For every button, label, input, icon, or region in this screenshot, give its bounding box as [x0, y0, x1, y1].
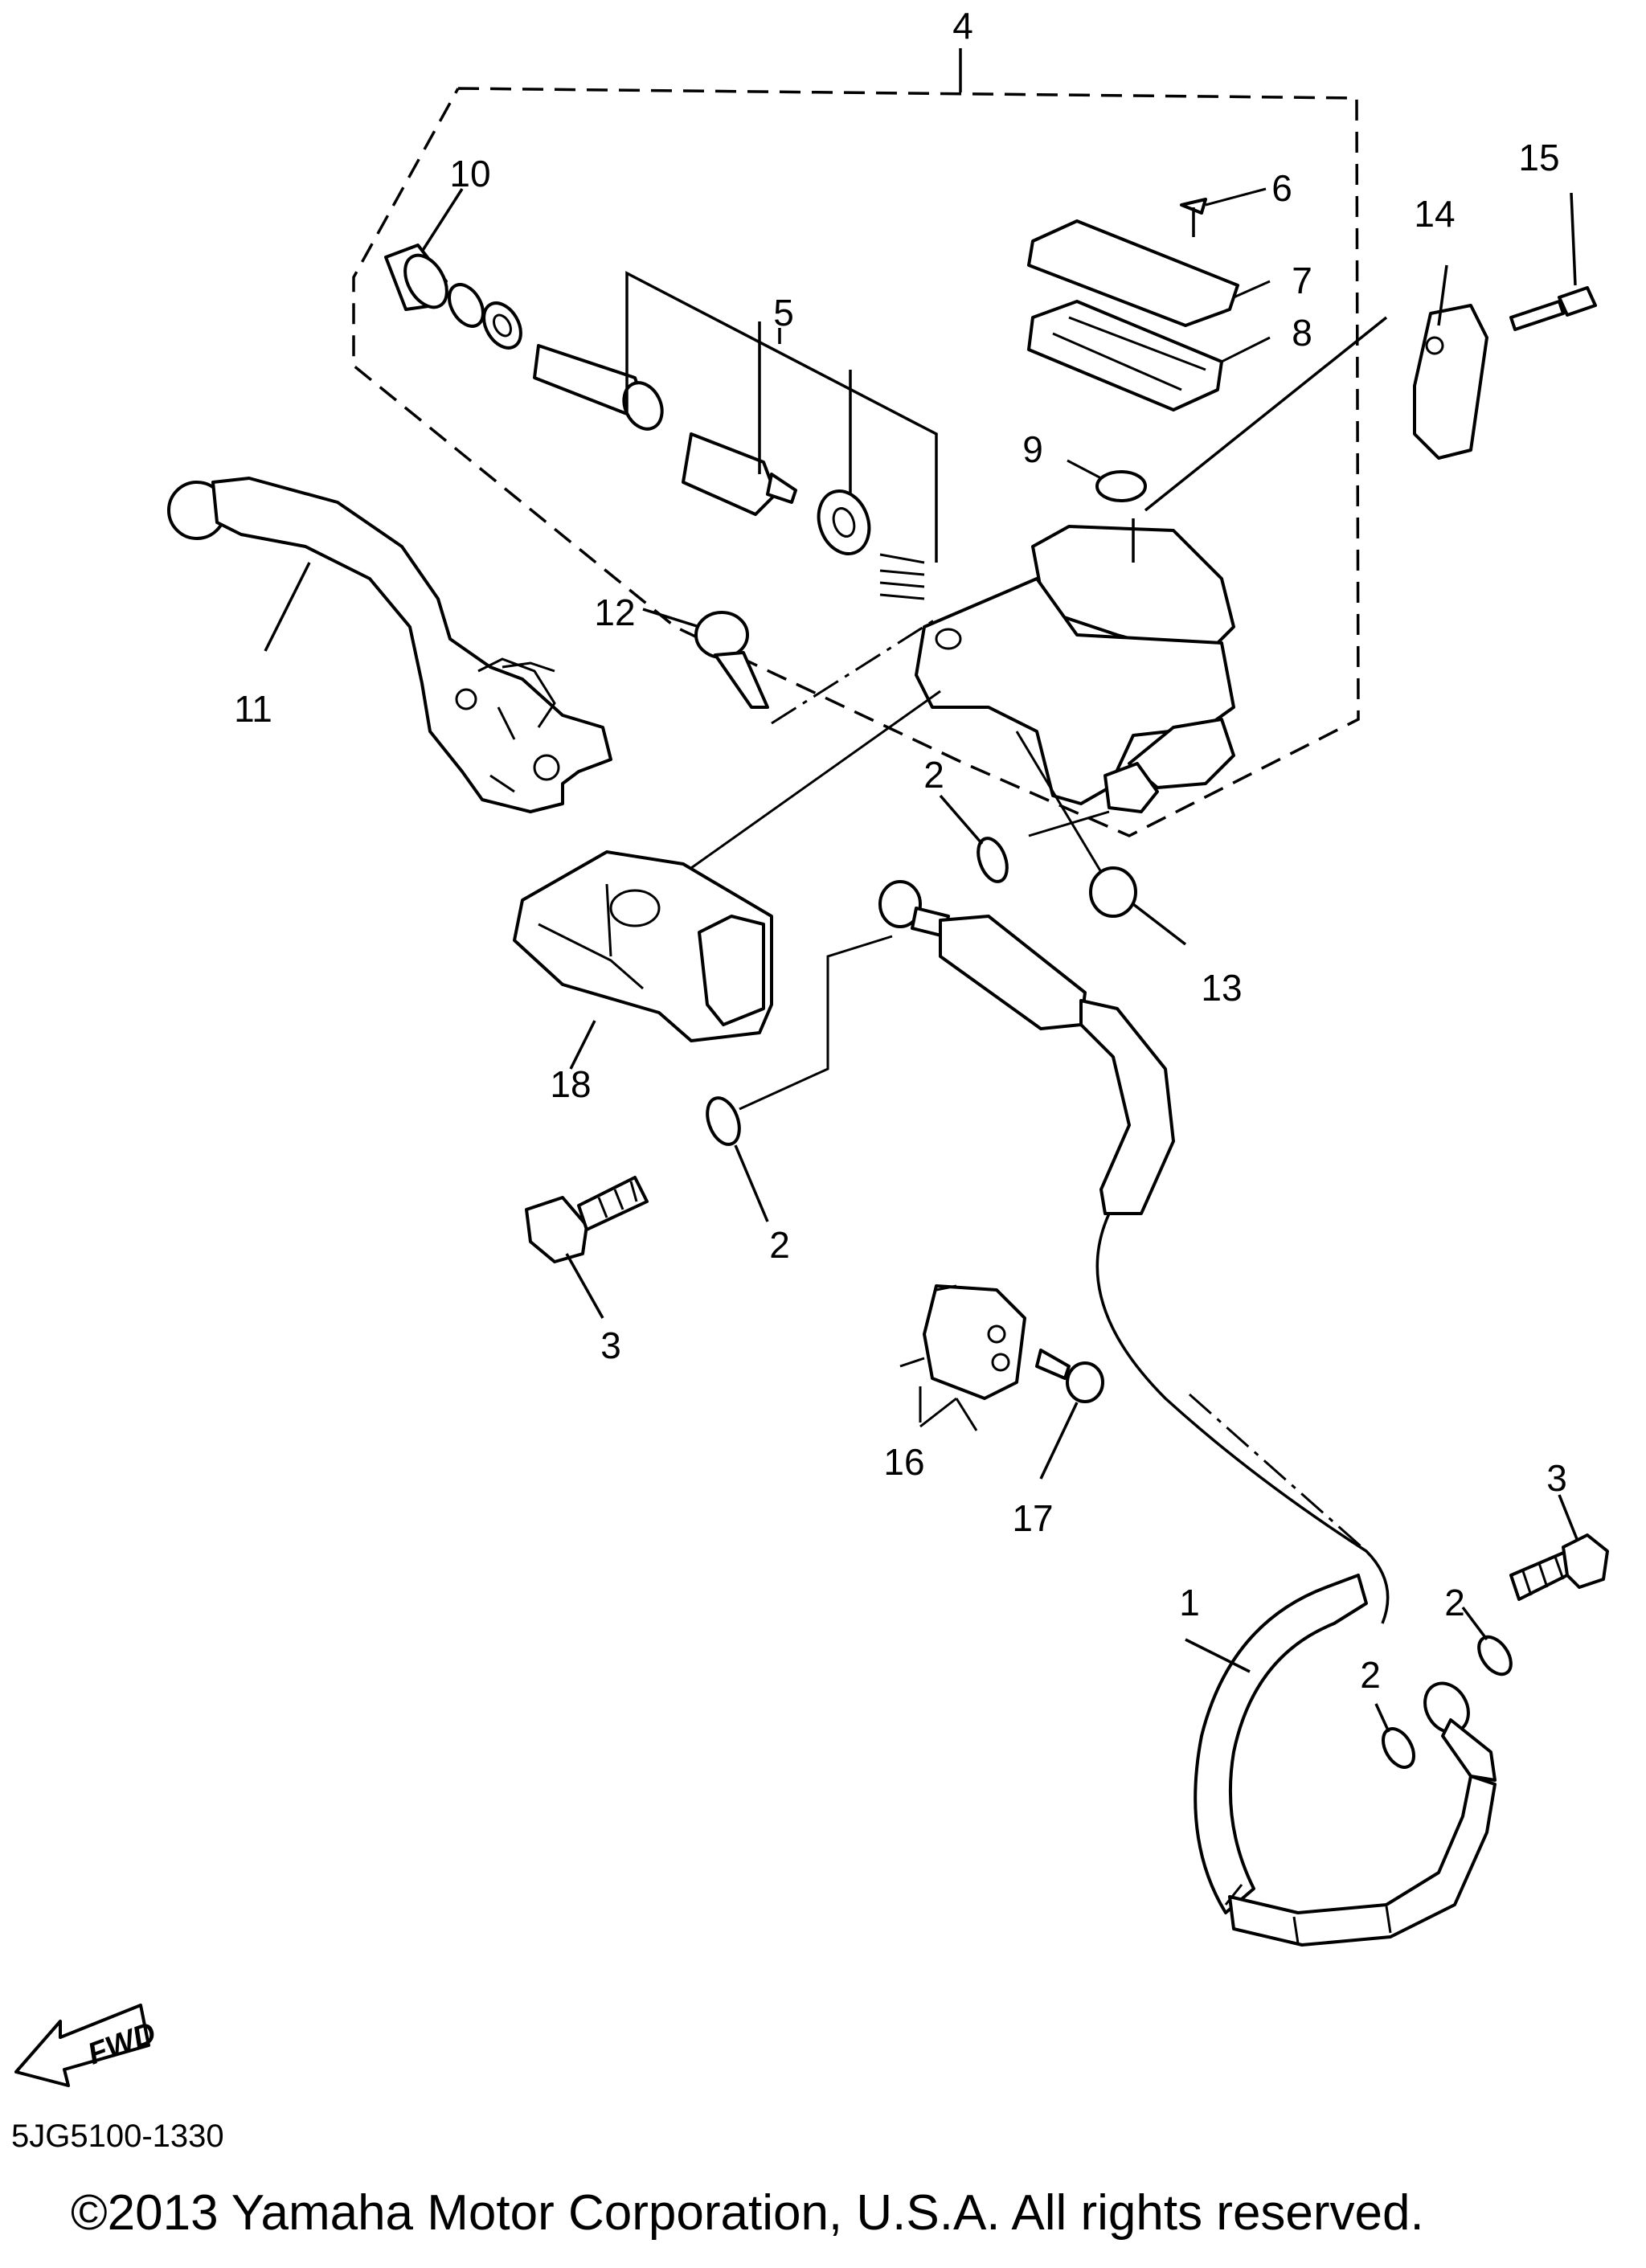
callout-10: 10 [449, 153, 490, 194]
upper-washer-nut-parts [939, 731, 1187, 946]
reservoir-cap-parts [1027, 187, 1271, 411]
boot-part [384, 188, 522, 350]
callout-3-right: 3 [1546, 1457, 1567, 1499]
lever-cover-part [513, 690, 941, 1070]
callout-13: 13 [1201, 967, 1242, 1009]
callout-17: 17 [1012, 1497, 1053, 1539]
callout-2-lower-mid: 2 [1360, 1654, 1381, 1696]
fwd-arrow-icon: FWD [14, 2004, 161, 2087]
callout-7: 7 [1292, 260, 1312, 301]
piston-kit-part [533, 271, 938, 600]
callout-6: 6 [1271, 167, 1292, 209]
diagram-code: 5JG5100-1330 [11, 2119, 224, 2154]
clutch-hose-lower [1185, 1574, 1497, 1947]
callout-1: 1 [1179, 1582, 1200, 1623]
pivot-bolt-part [642, 608, 769, 709]
callout-8: 8 [1292, 312, 1312, 354]
clutch-lever-part [167, 477, 612, 813]
callout-4: 4 [952, 5, 973, 47]
callout-11: 11 [234, 688, 272, 730]
callout-2-lower-right: 2 [1444, 1582, 1465, 1623]
callout-2-left: 2 [769, 1224, 790, 1266]
callout-5: 5 [773, 292, 794, 334]
copyright-notice: ©2013 Yamaha Motor Corporation, U.S.A. A… [71, 2185, 1424, 2241]
lower-left-washer-bolt [525, 935, 893, 1319]
callout-15: 15 [1518, 137, 1559, 178]
assembly-boundary [352, 48, 1360, 837]
hose-guide-bolt-parts [899, 1284, 1104, 1480]
callout-2-upper: 2 [923, 754, 944, 796]
callout-labels: 1 2 2 2 2 3 3 4 5 6 7 8 9 10 11 12 13 14… [234, 5, 1567, 1696]
master-cylinder-body [771, 316, 1388, 813]
callout-9: 9 [1022, 428, 1043, 470]
callout-14: 14 [1414, 193, 1455, 235]
callout-12: 12 [594, 592, 635, 633]
callout-16: 16 [883, 1441, 924, 1483]
holder-bolt-parts [1413, 192, 1597, 460]
diaphragm-plate-part [1067, 459, 1147, 502]
callout-3-left: 3 [600, 1324, 621, 1366]
callout-18: 18 [550, 1063, 591, 1105]
lower-right-washers-bolt [1374, 1494, 1609, 1769]
clutch-hose-upper [878, 880, 1390, 1624]
